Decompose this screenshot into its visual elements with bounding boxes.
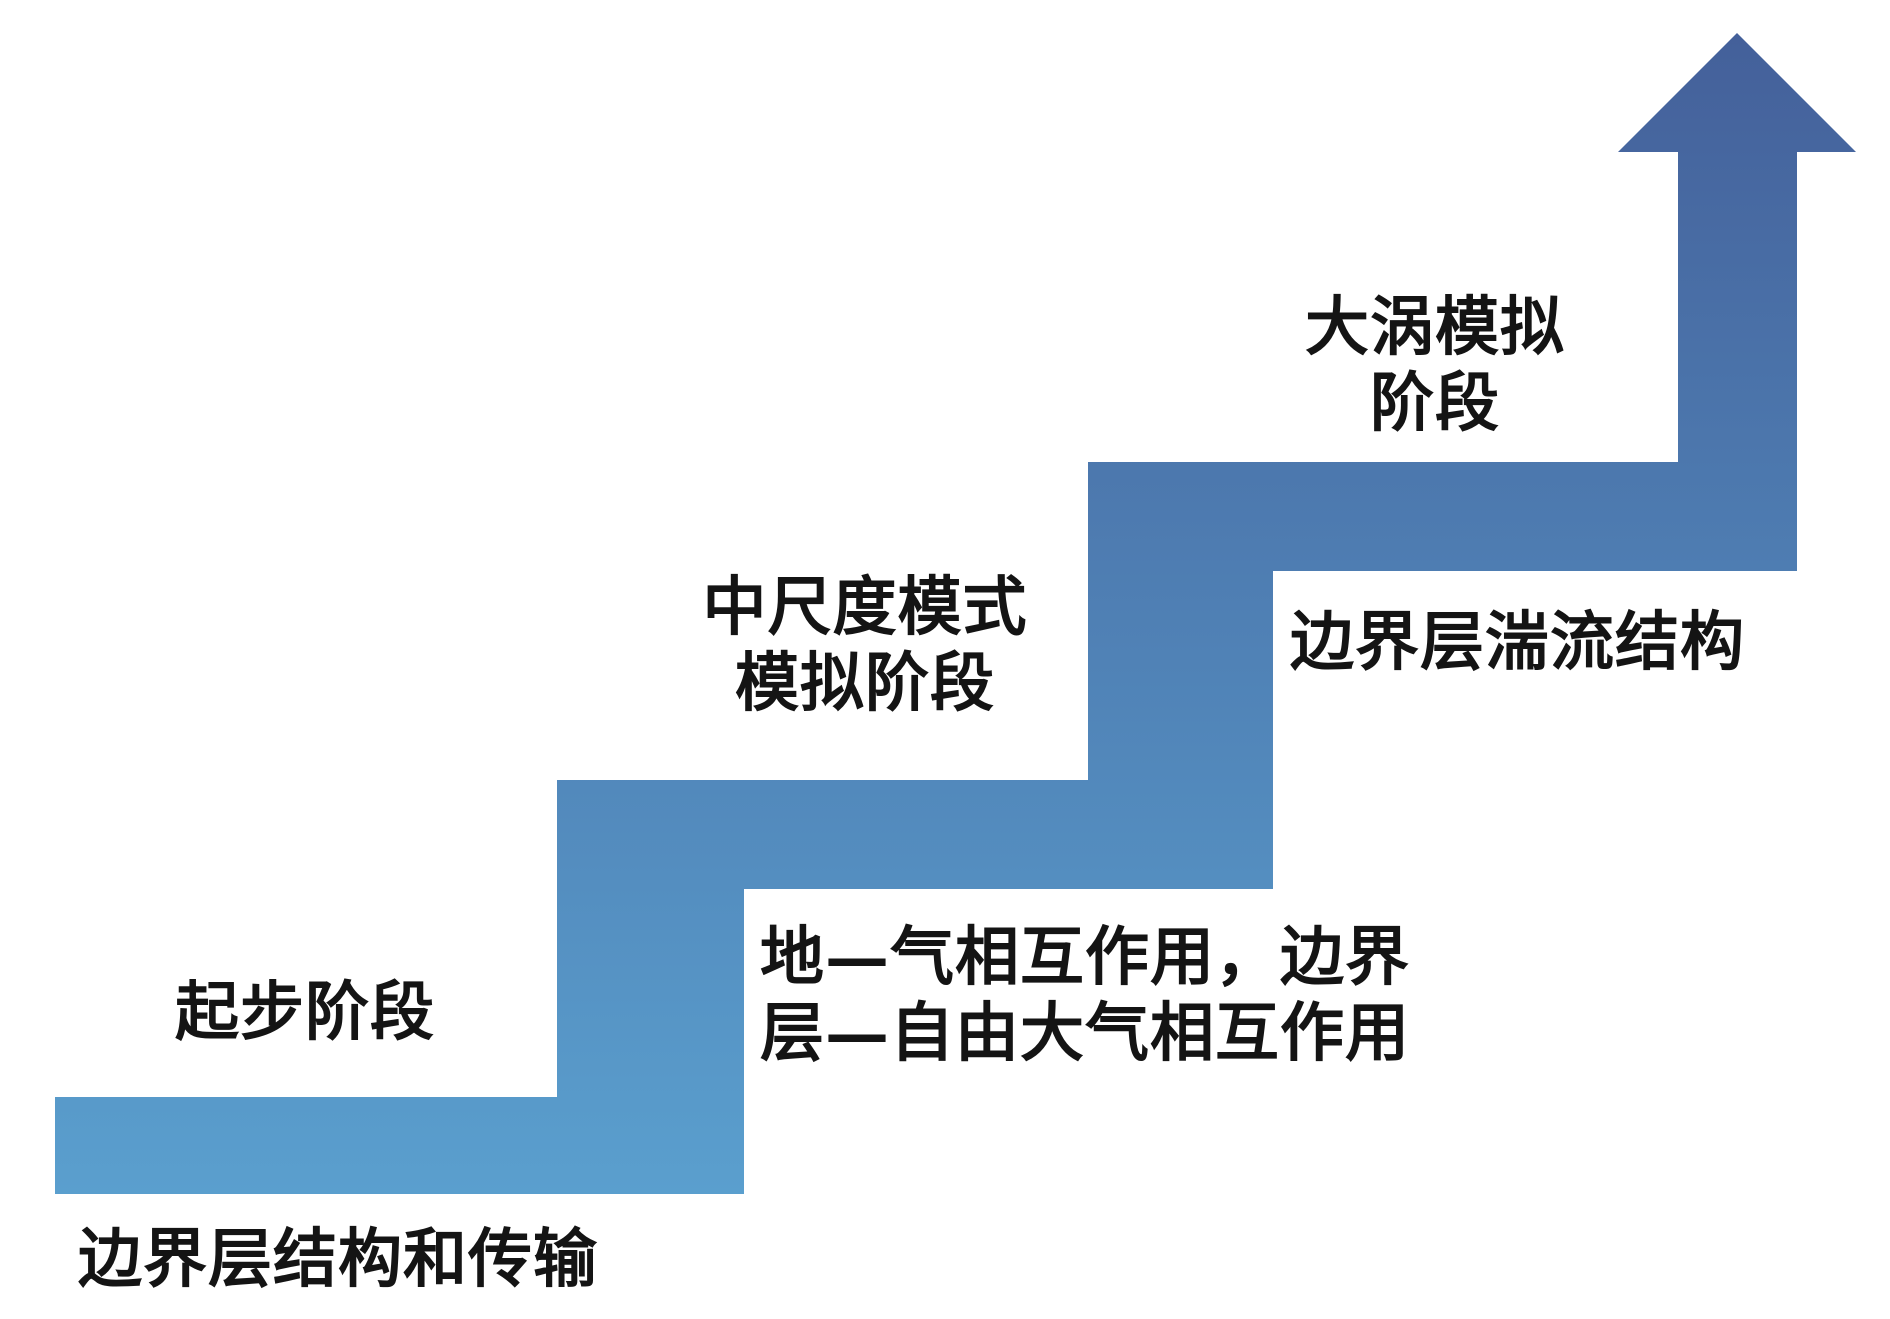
stage-3-title: 大涡模拟 阶段 <box>1280 290 1590 442</box>
stage-3-description: 边界层湍流结构 <box>1290 605 1745 681</box>
stage-1-description: 边界层结构和传输 <box>78 1222 598 1298</box>
stage-2-description-line-1: 地—气相互作用，边界 <box>760 920 1410 995</box>
stage-2-description-line-2: 层—自由大气相互作用 <box>760 996 1410 1071</box>
stage-2-title-line-1: 中尺度模式 <box>702 570 1028 645</box>
stage-1-title-line: 起步阶段 <box>175 975 435 1050</box>
stage-1-description-line: 边界层结构和传输 <box>78 1222 598 1297</box>
stage-2-title: 中尺度模式 模拟阶段 <box>685 570 1045 722</box>
stage-3-title-line-2: 阶段 <box>1370 366 1500 441</box>
stage-1-title: 起步阶段 <box>175 975 435 1051</box>
stair-arrow-shape <box>55 33 1856 1194</box>
stage-2-title-line-2: 模拟阶段 <box>735 646 995 721</box>
stage-3-description-line: 边界层湍流结构 <box>1290 605 1745 680</box>
stage-2-description: 地—气相互作用，边界 层—自由大气相互作用 <box>760 920 1410 1072</box>
stage-3-title-line-1: 大涡模拟 <box>1305 290 1565 365</box>
